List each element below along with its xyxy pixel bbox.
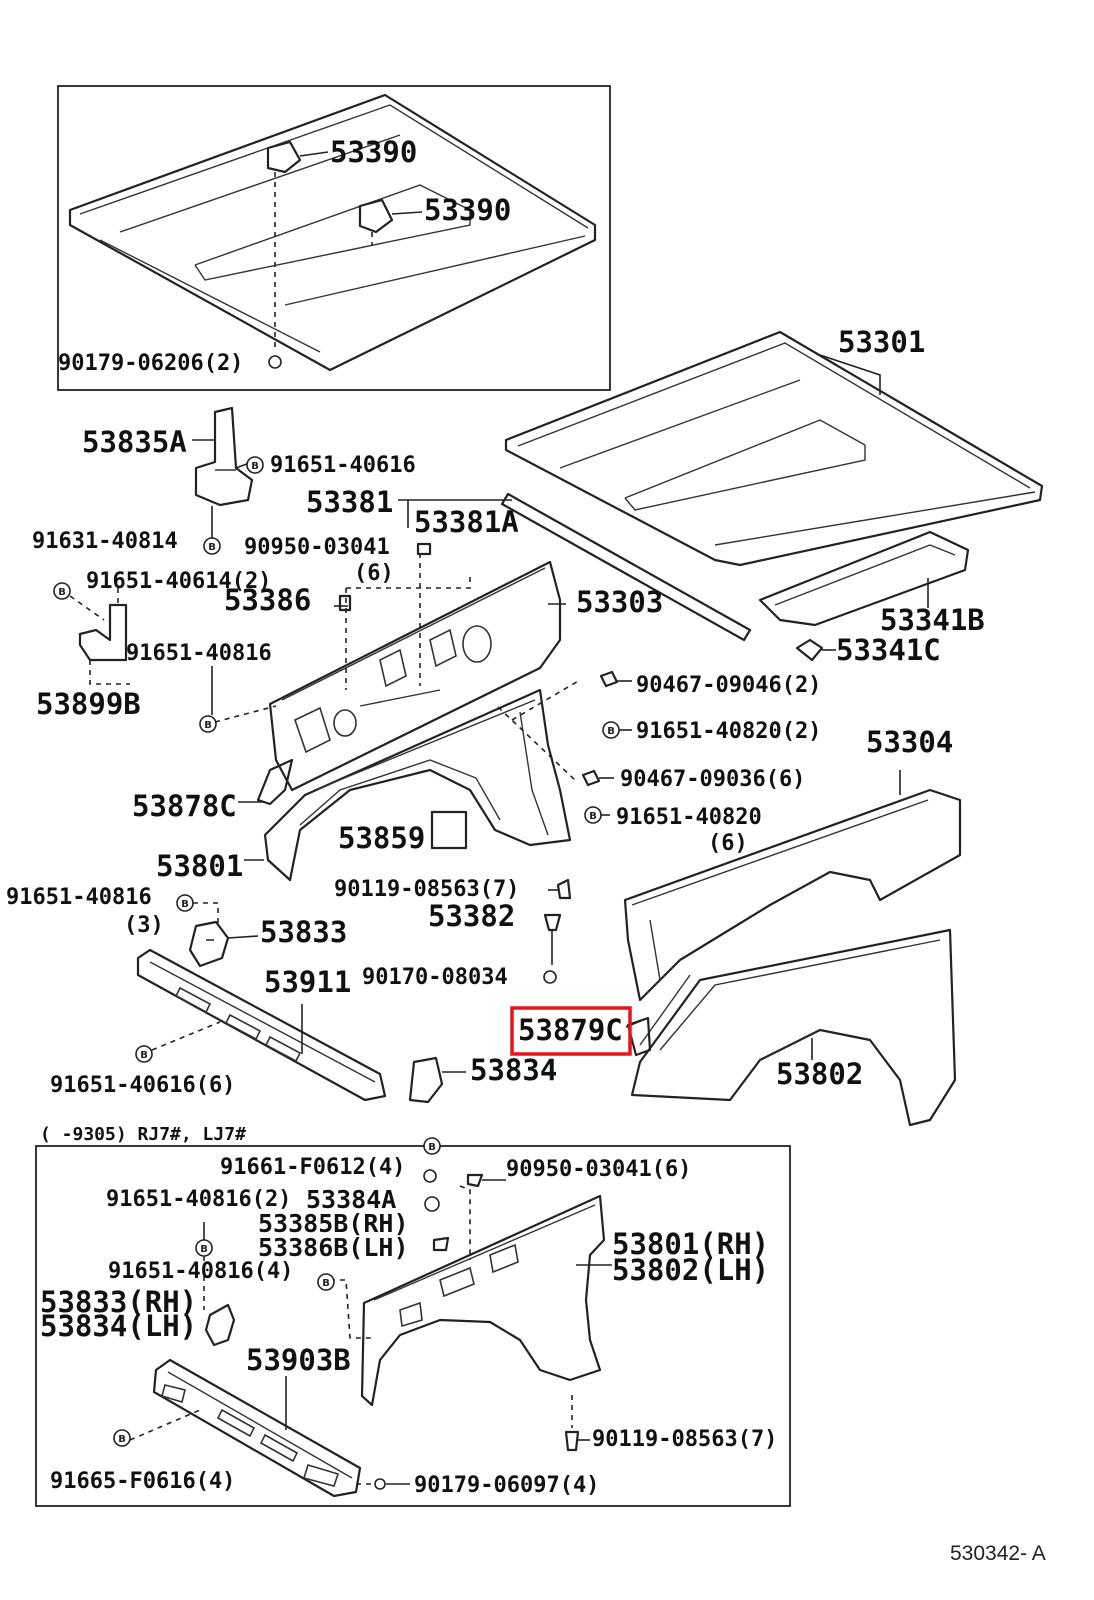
fender-53802 [625,928,957,1127]
part-label[interactable]: 53802(LH) [612,1253,769,1287]
part-label[interactable]: 53341B [880,603,985,637]
part-label[interactable]: 91661-F0612(4) [220,1155,405,1180]
part-label[interactable]: (6) [708,831,748,856]
part-label[interactable]: 90467-09046(2) [636,673,821,698]
hood-lock-53835A [192,406,254,554]
bolt-symbol: B [204,720,212,731]
part-label[interactable]: 91651-40616 [270,453,416,478]
bolt-symbol: B [181,899,189,910]
part-label[interactable]: (6) [354,561,394,586]
part-label[interactable]: 53382 [428,899,515,933]
part-label[interactable]: 91651-40816 [6,885,152,910]
part-label[interactable]: 90119-08563(7) [592,1427,777,1452]
part-label[interactable]: 53390 [330,135,417,169]
hood-inset-box [57,85,611,391]
range-note: ( -9305) RJ7#, LJ7# [40,1124,246,1145]
bracket-53899B [54,583,130,685]
part-label[interactable]: 53835A [82,425,187,459]
part-label[interactable]: 90467-09036(6) [620,767,805,792]
fender-53304 [623,770,962,1002]
part-label[interactable]: 53833(RH) [40,1285,197,1319]
clip-53341C [795,638,836,662]
part-label[interactable]: (3) [124,913,164,938]
bolt-symbol: B [118,1434,126,1445]
part-label[interactable]: 53833 [260,915,347,949]
part-label[interactable]: 91651-40820 [616,805,762,830]
part-label-highlighted[interactable]: 53879C [518,1013,623,1047]
part-label[interactable]: 53911 [264,965,351,999]
hood-seal-53381 [398,492,752,642]
part-label[interactable]: 53341C [836,633,941,667]
hood-53301 [504,330,1044,567]
apron-53801 [200,666,581,882]
part-label[interactable]: 91631-40814 [32,529,178,554]
hood-insulator-53341B [758,530,970,627]
part-label[interactable]: 90950-03041(6) [506,1157,691,1182]
part-label[interactable]: 53834 [470,1053,557,1087]
part-label[interactable]: 91651-40614(2) [86,569,271,594]
part-label[interactable]: 53859 [338,821,425,855]
part-label[interactable]: 53801(RH) [612,1227,769,1261]
part-label[interactable]: 53834(LH) [40,1309,197,1343]
part-label[interactable]: 53386B(LH) [258,1233,409,1262]
part-label[interactable]: 53385B(RH) [258,1209,409,1238]
bolt-symbol: B [607,726,615,737]
part-label[interactable]: 53801 [156,849,243,883]
part-label[interactable]: 91665-F0616(4) [50,1469,235,1494]
screw-inset [564,1395,590,1452]
part-label[interactable]: 91651-40816 [126,641,272,666]
part-labels: 53390 53390 90179-06206(2) 53301 53835A … [6,135,1046,1565]
bolt-symbol: B [428,1142,436,1153]
part-label[interactable]: 90950-03041 [244,535,390,560]
part-label[interactable]: 90179-06097(4) [414,1473,599,1498]
part-label[interactable]: 53301 [838,325,925,359]
part-label[interactable]: 53903B [246,1343,351,1377]
lower-inset-box [35,1145,791,1507]
part-label[interactable]: 53303 [576,585,663,619]
part-label[interactable]: 53802 [776,1057,863,1091]
part-label[interactable]: 53878C [132,789,237,823]
part-label[interactable]: 53381 [306,485,393,519]
bolt-symbol: B [208,542,216,553]
plug-53859 [430,810,468,850]
brace-53834 [408,1056,466,1104]
part-label[interactable]: 53386 [224,583,311,617]
part-label[interactable]: 90170-08034 [362,965,508,990]
part-label[interactable]: 53390 [424,193,511,227]
part-label[interactable]: 53304 [866,725,953,759]
highlight-box [510,1006,632,1056]
bolt-symbol: B [200,1244,208,1255]
part-label[interactable]: 53899B [36,687,141,721]
diagram-code: 530342- A [950,1542,1046,1565]
part-label[interactable]: 91651-40816(4) [108,1259,293,1284]
apron-inset [330,1169,612,1407]
part-label[interactable]: 91651-40616(6) [50,1073,235,1098]
part-label[interactable]: 91651-40816(2) [106,1187,291,1212]
part-label[interactable]: 53384A [306,1185,396,1214]
part-label[interactable]: 53381A [414,505,519,539]
part-label[interactable]: 90119-08563(7) [334,877,519,902]
cowl-panel-53303 [268,542,566,792]
bolt-symbol: B [251,461,259,472]
part-label[interactable]: 91651-40820(2) [636,719,821,744]
bolt-symbol: B [322,1278,330,1289]
bolt-symbol: B [140,1050,148,1061]
part-label[interactable]: 90179-06206(2) [58,351,243,376]
bolt-symbols: B B B B B B B B B B B B [53,456,620,1447]
bolt-symbol: B [58,587,66,598]
bolt-symbol: B [589,811,597,822]
